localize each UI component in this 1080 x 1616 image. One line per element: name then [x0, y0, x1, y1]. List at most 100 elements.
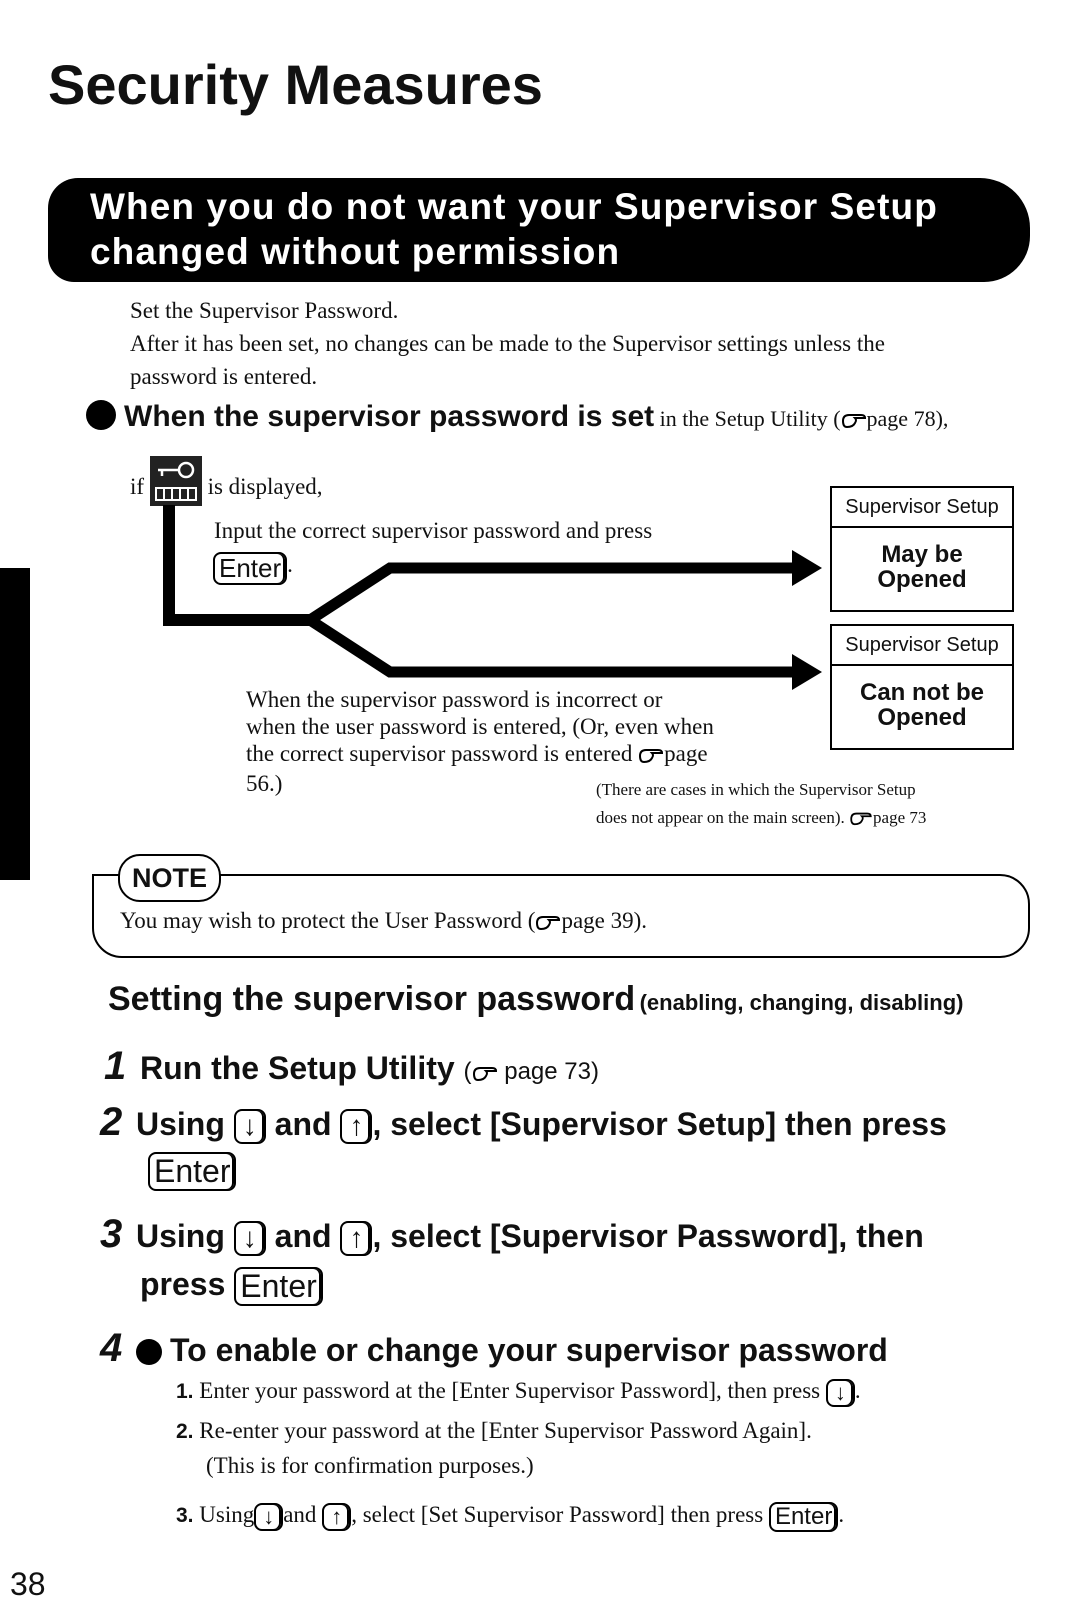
up-arrow-key: ↑ — [322, 1502, 352, 1531]
section1-page-ref: page 78), — [866, 406, 949, 431]
box2-header: Supervisor Setup — [832, 626, 1012, 666]
step-4: 4 To enable or change your supervisor pas… — [100, 1326, 888, 1371]
step-1-page: page 73) — [504, 1058, 599, 1085]
section2-heading: Setting the supervisor password (enablin… — [108, 980, 963, 1019]
pointing-hand-icon — [841, 411, 867, 434]
step-3-rest: , select [Supervisor Password], then — [372, 1218, 924, 1254]
step-3-number: 3 — [100, 1212, 123, 1256]
step-2-and: and — [274, 1106, 332, 1142]
substep-1-number: 1. — [176, 1380, 194, 1403]
box2-line-1: Can not be — [860, 679, 984, 706]
box1-line-1: May be — [881, 541, 963, 568]
incorrect-line-3-text: the correct supervisor password is enter… — [246, 741, 633, 766]
substep-3-rest: , select [Set Supervisor Password] then … — [351, 1502, 764, 1527]
incorrect-line-2: when the user password is entered, (Or, … — [246, 714, 714, 739]
footnote-line-1: (There are cases in which the Supervisor… — [596, 780, 916, 799]
step-3-and: and — [274, 1218, 332, 1254]
step-3-using: Using — [136, 1218, 225, 1254]
step-2-number: 2 — [100, 1100, 123, 1144]
intro-line-1: Set the Supervisor Password. — [130, 298, 399, 323]
step-1-text: Run the Setup Utility — [140, 1050, 455, 1086]
note-text: You may wish to protect the User Passwor… — [120, 908, 647, 937]
intro-line-2: After it has been set, no changes can be… — [130, 331, 885, 356]
down-arrow-key: ↓ — [254, 1502, 284, 1531]
incorrect-page: page — [664, 741, 708, 766]
step-2-enter-line: Enter — [148, 1152, 237, 1192]
down-arrow-key: ↓ — [233, 1109, 266, 1144]
down-arrow-key: ↓ — [233, 1221, 266, 1256]
section2-heading-suffix: (enabling, changing, disabling) — [639, 990, 964, 1015]
down-arrow-key: ↓ — [825, 1378, 855, 1407]
section1-heading-suffix: in the Setup Utility ( — [654, 406, 841, 431]
incorrect-line-4: 56.) — [246, 771, 283, 796]
step-4-heading: To enable or change your supervisor pass… — [170, 1332, 888, 1368]
footnote-page: page 73 — [873, 808, 927, 827]
intro-line-3: password is entered. — [130, 364, 318, 389]
box2-line-2: Opened — [877, 704, 967, 731]
step-2-rest: , select [Supervisor Setup] then press — [372, 1106, 947, 1142]
bullet-icon — [86, 400, 116, 430]
step-3: 3 Using ↓ and ↑, select [Supervisor Passw… — [100, 1212, 924, 1257]
section1-heading: When the supervisor password is set in t… — [86, 400, 948, 434]
footnote-line-2: does not appear on the main screen). pag… — [596, 804, 926, 835]
section1-heading-text: When the supervisor password is set — [124, 400, 655, 433]
step-2-using: Using — [136, 1106, 225, 1142]
box1-body: May be Opened — [832, 528, 1012, 592]
correct-enter-line: Enter. — [213, 552, 293, 585]
footnote-line-2-text: does not appear on the main screen). — [596, 808, 845, 827]
step-4-substep-3: 3. Using↓and ↑, select [Set Supervisor P… — [176, 1498, 844, 1533]
up-arrow-key: ↑ — [340, 1221, 373, 1256]
substep-2-line-1: Re-enter your password at the [Enter Sup… — [199, 1418, 812, 1443]
page-number: 38 — [10, 1566, 46, 1602]
incorrect-line-1: When the supervisor password is incorrec… — [246, 687, 663, 712]
step-3-press-line: press Enter — [140, 1266, 323, 1307]
enter-key: Enter — [148, 1152, 237, 1192]
step-1-page-ref: ( page 73) — [464, 1058, 599, 1085]
intro-text: Set the Supervisor Password. After it ha… — [130, 294, 885, 393]
footnote: (There are cases in which the Supervisor… — [596, 776, 926, 835]
enter-key: Enter — [234, 1266, 323, 1307]
substep-2-line-2: (This is for confirmation purposes.) — [206, 1453, 534, 1478]
correct-password-text: Input the correct supervisor password an… — [214, 518, 653, 543]
incorrect-line-3: the correct supervisor password is enter… — [246, 740, 714, 770]
substep-1-text: Enter your password at the [Enter Superv… — [199, 1378, 821, 1403]
section-tab — [0, 568, 30, 880]
pointing-hand-icon — [849, 807, 873, 835]
pointing-hand-icon — [472, 1061, 498, 1089]
step-4-number: 4 — [100, 1326, 123, 1370]
note-text-main: You may wish to protect the User Passwor… — [120, 908, 536, 933]
substep-3-number: 3. — [176, 1504, 194, 1527]
note-label: NOTE — [118, 854, 222, 902]
if-displayed-line: if is displayed, — [130, 456, 323, 515]
pointing-hand-icon — [638, 743, 664, 770]
step-3-press: press — [140, 1266, 226, 1302]
substep-3-using: Using — [199, 1502, 255, 1527]
step-4-substep-1: 1. Enter your password at the [Enter Sup… — [176, 1374, 861, 1409]
box1-header: Supervisor Setup — [832, 488, 1012, 528]
step-4-substep-2: 2. Re-enter your password at the [Enter … — [176, 1414, 812, 1483]
banner-line-1: When you do not want your Supervisor Set… — [90, 186, 938, 227]
supervisor-setup-box-not-opened: Supervisor Setup Can not be Opened — [830, 624, 1014, 750]
flow-diagram-lines — [163, 505, 822, 690]
substep-2-number: 2. — [176, 1420, 194, 1443]
incorrect-password-text: When the supervisor password is incorrec… — [246, 686, 714, 797]
step-1: 1 Run the Setup Utility ( page 73) — [104, 1044, 599, 1089]
if-suffix: is displayed, — [207, 474, 323, 499]
supervisor-setup-box-opened: Supervisor Setup May be Opened — [830, 486, 1014, 612]
section2-heading-text: Setting the supervisor password — [108, 980, 636, 1018]
note-box — [92, 874, 1030, 958]
step-2: 2 Using ↓ and ↑, select [Supervisor Setup… — [100, 1100, 947, 1145]
step-1-number: 1 — [104, 1044, 127, 1088]
section-banner: When you do not want your Supervisor Set… — [48, 178, 1030, 282]
banner-line-2: changed without permission — [90, 231, 621, 272]
substep-3-and: and — [283, 1502, 317, 1527]
up-arrow-key: ↑ — [340, 1109, 373, 1144]
bullet-icon — [136, 1339, 162, 1365]
key-icon — [149, 456, 202, 515]
note-page: page 39). — [561, 908, 648, 933]
page-title: Security Measures — [48, 53, 543, 116]
enter-key: Enter — [213, 552, 288, 585]
box2-body: Can not be Opened — [832, 666, 1012, 730]
pointing-hand-icon — [535, 911, 561, 937]
box1-line-2: Opened — [877, 566, 967, 593]
